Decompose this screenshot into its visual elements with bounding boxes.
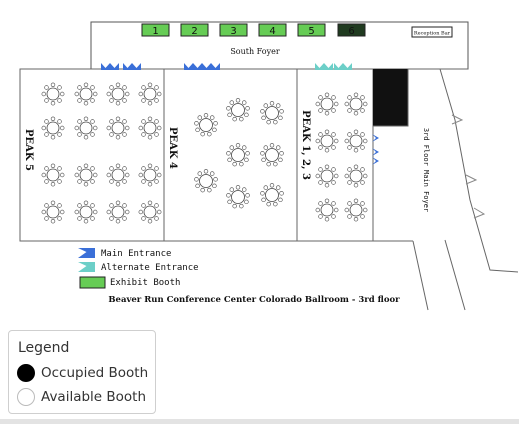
booth-number: 5 <box>308 26 314 37</box>
round-table <box>106 200 130 224</box>
round-table <box>194 169 218 193</box>
alternate-entrance-icon <box>324 63 333 70</box>
exhibit-booth-key-label: Exhibit Booth <box>110 278 180 288</box>
room-label-peak4: PEAK 4 <box>167 127 178 169</box>
main-entrance-icon <box>193 63 202 70</box>
round-table <box>344 129 368 153</box>
booth-box <box>337 23 366 37</box>
booth-box <box>258 23 287 37</box>
booth-4[interactable]: 4 <box>258 23 287 37</box>
round-table <box>344 92 368 116</box>
booth-2[interactable]: 2 <box>180 23 209 37</box>
exhibit-booth-key-icon <box>79 276 106 289</box>
room-label-peak5: PEAK 5 <box>23 129 34 171</box>
round-table <box>344 198 368 222</box>
booth-row: 1 2 3 4 5 6 <box>141 23 366 37</box>
main-entrance-key-label: Main Entrance <box>101 249 171 259</box>
main-entrance-icon <box>202 63 211 70</box>
round-table <box>315 198 339 222</box>
round-table <box>74 163 98 187</box>
main-entrance-icon <box>110 63 119 70</box>
round-table <box>260 101 284 125</box>
alternate-entrance-key-icon <box>78 262 95 272</box>
alternate-entrance-icon <box>315 63 324 70</box>
legend-panel: Legend Occupied Booth Available Booth <box>8 330 156 414</box>
booth-number: 1 <box>152 26 158 37</box>
booth-6[interactable]: 6 <box>337 23 366 37</box>
main-entrance-icon <box>184 63 193 70</box>
main-foyer-right-wall <box>444 239 466 311</box>
legend-title: Legend <box>18 340 70 356</box>
round-table <box>226 143 250 167</box>
main-foyer-lower-wall <box>412 240 429 311</box>
foyer-door-markers <box>451 114 486 219</box>
round-table <box>315 129 339 153</box>
booth-5[interactable]: 5 <box>297 23 326 37</box>
round-table <box>74 200 98 224</box>
round-table <box>344 164 368 188</box>
reception-bar-label: Reception Bar <box>414 31 451 37</box>
main-entrance-icon <box>132 63 141 70</box>
round-table <box>226 98 250 122</box>
main-entrance-icon <box>101 63 110 70</box>
booth-number: 6 <box>348 26 354 37</box>
legend-available-label: Available Booth <box>41 389 147 405</box>
round-table <box>106 82 130 106</box>
south-foyer-label: South Foyer <box>230 47 280 56</box>
round-table <box>260 143 284 167</box>
round-table <box>226 185 250 209</box>
bottom-edge <box>0 419 519 424</box>
round-table <box>41 116 65 140</box>
legend-occupied-item: Occupied Booth <box>17 364 148 382</box>
booth-3[interactable]: 3 <box>219 23 248 37</box>
round-table <box>194 113 218 137</box>
round-table <box>41 163 65 187</box>
booth-number: 4 <box>269 26 275 37</box>
main-entrance-icon <box>372 157 379 165</box>
round-table <box>315 164 339 188</box>
main-entrance-icon <box>123 63 132 70</box>
map-caption: Beaver Run Conference Center Colorado Ba… <box>108 295 400 305</box>
alternate-entrance-icon <box>343 63 352 70</box>
round-table <box>138 116 162 140</box>
reception-bar <box>411 26 453 38</box>
round-table <box>41 82 65 106</box>
booth-box <box>219 23 248 37</box>
occupied-swatch <box>17 364 35 382</box>
booth-number: 2 <box>191 26 197 37</box>
booth-box <box>141 23 170 37</box>
round-table <box>138 82 162 106</box>
round-table <box>260 183 284 207</box>
round-table <box>74 116 98 140</box>
service-block <box>373 69 408 126</box>
main-entrance-icon <box>211 63 220 70</box>
floor-plan-map: South Foyer Reception Bar 1 2 3 4 5 6 3rd Flo… <box>19 21 519 311</box>
main-foyer-label: 3rd Floor Main Foyer <box>422 128 430 212</box>
available-swatch <box>17 388 35 406</box>
map-key: Main Entrance Alternate Entrance Exhibit… <box>78 248 199 289</box>
table-layout <box>41 82 368 224</box>
legend-available-item: Available Booth <box>17 388 146 406</box>
main-foyer-outline <box>373 68 468 127</box>
room-label-peak123: PEAK 1, 2, 3 <box>300 110 311 180</box>
round-table <box>106 163 130 187</box>
round-table <box>41 200 65 224</box>
main-entrance-icon <box>372 134 379 142</box>
booth-box <box>297 23 326 37</box>
legend-occupied-label: Occupied Booth <box>41 365 149 381</box>
alternate-entrance-key-label: Alternate Entrance <box>101 263 199 273</box>
round-table <box>106 116 130 140</box>
round-table <box>74 82 98 106</box>
round-table <box>138 163 162 187</box>
main-foyer-outer-wall <box>439 68 519 273</box>
main-entrance-icon <box>372 148 379 156</box>
alternate-entrance-icon <box>334 63 343 70</box>
booth-box <box>180 23 209 37</box>
round-table <box>315 92 339 116</box>
booth-number: 3 <box>230 26 236 37</box>
main-entrance-key-icon <box>78 248 95 258</box>
entrance-markers <box>101 63 379 165</box>
booth-1[interactable]: 1 <box>141 23 170 37</box>
round-table <box>138 200 162 224</box>
